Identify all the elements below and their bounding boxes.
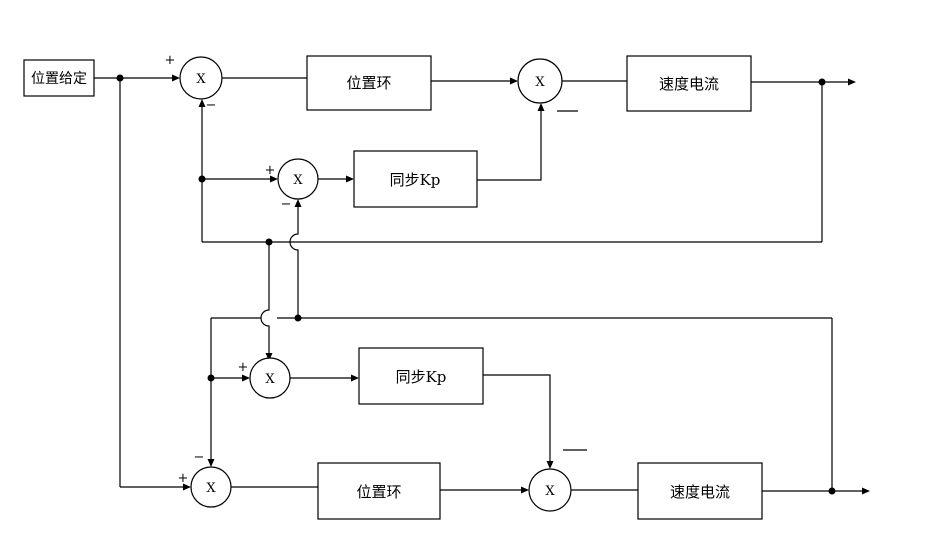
- bottom-speed-current-label: 速度电流: [670, 483, 730, 501]
- arrow-bottom-output: [862, 487, 870, 495]
- arrow-top-kp-in: [346, 175, 354, 183]
- arrow-bottom-sum2-in: [521, 486, 529, 494]
- arrow-top-output: [848, 78, 856, 86]
- bottom-sync-kp-block: [358, 347, 484, 405]
- arrow-bottom-sum2-from-kp: [546, 461, 554, 469]
- bottom-position-loop-label: 位置环: [356, 483, 401, 501]
- top-sum3-label: X: [293, 173, 303, 188]
- top-sync-kp-block: [353, 150, 478, 208]
- junction-bottom-fb-cross: [294, 314, 302, 322]
- arrow-bottom-sync-in: [242, 374, 250, 382]
- bottom-sum2-label: X: [545, 484, 555, 499]
- arrow-top-sum2-from-kp: [537, 103, 545, 111]
- top-sum2-label: X: [535, 75, 545, 90]
- bottom-sum3-label: X: [265, 372, 275, 387]
- top-speed-current-label: 速度电流: [659, 75, 719, 93]
- top-sum3-plus: +: [265, 163, 276, 178]
- arrow-top-sync-from-bottom: [294, 199, 302, 207]
- arrow-bottom-sum1-fb: [207, 459, 215, 467]
- arrow-top-sum1-in: [172, 74, 180, 82]
- wire-cross-top-to-bottom: [260, 242, 270, 353]
- bottom-sum3-plus: +: [238, 360, 249, 375]
- top-sum1-label: X: [196, 72, 206, 87]
- top-sum1-minus: −: [206, 98, 217, 113]
- arrow-bottom-kp-in: [351, 374, 359, 382]
- arrow-bottom-sum1-in: [183, 483, 191, 491]
- top-speed-current-block: [626, 55, 752, 112]
- wire-bottom-kp-to-sum2: [483, 374, 551, 461]
- top-sum1-plus: +: [165, 53, 176, 68]
- top-sync-kp-label: 同步Kp: [390, 171, 441, 189]
- bottom-sum1-plus: +: [178, 471, 189, 486]
- bottom-position-loop-block: [317, 462, 441, 520]
- input-block: [23, 59, 95, 97]
- bottom-sum1-minus: −: [194, 450, 205, 465]
- arrow-top-sum2-in: [510, 77, 518, 85]
- arrow-top-sum1-fb: [198, 99, 206, 107]
- top-sum3-minus: −: [281, 197, 292, 212]
- bottom-sync-kp-label: 同步Kp: [396, 368, 447, 386]
- bottom-speed-current-block: [637, 462, 763, 520]
- top-position-loop-block: [306, 55, 432, 111]
- bottom-sum1-label: X: [206, 481, 216, 496]
- wire-cross-bottom-to-top: [289, 207, 299, 318]
- input-label: 位置给定: [31, 71, 87, 87]
- wire-top-kp-to-sum2: [477, 111, 542, 181]
- arrow-top-sync-in: [270, 175, 278, 183]
- top-position-loop-label: 位置环: [346, 74, 391, 92]
- arrow-bottom-sync-from-top: [265, 353, 273, 361]
